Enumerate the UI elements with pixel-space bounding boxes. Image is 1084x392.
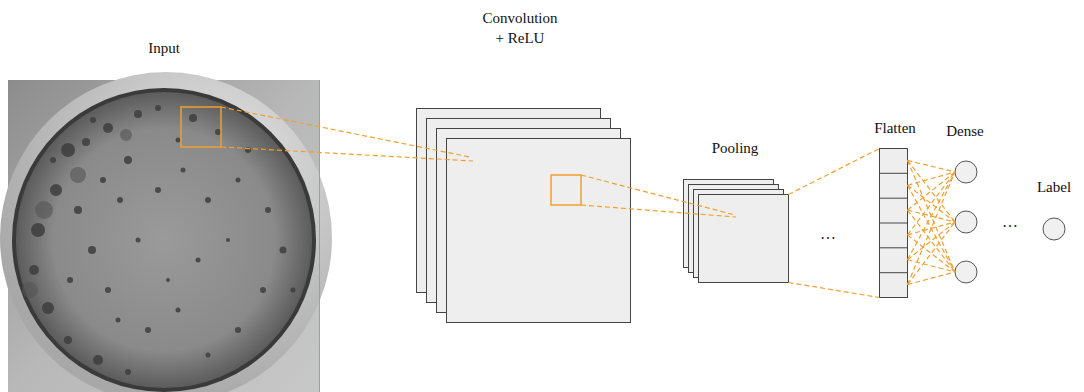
flatten-vector [879, 148, 909, 299]
dashed-line [908, 172, 956, 285]
dashed-line [908, 235, 956, 272]
pooled-map-stack [683, 179, 790, 284]
dashed-line [908, 160, 956, 172]
layer-heading: Dense [931, 121, 999, 141]
dashed-line [789, 149, 880, 195]
dense-neurons [953, 159, 979, 285]
dashed-line [908, 222, 956, 260]
dashed-line [908, 160, 956, 222]
flatten-layer: Flatten [856, 118, 934, 301]
conv-layer: Convolution + ReLU [400, 8, 640, 326]
dashed-line [908, 185, 956, 222]
dashed-line [221, 147, 473, 161]
layer-heading: Label [1026, 177, 1082, 197]
layer-heading: Pooling [671, 138, 799, 158]
input-panel: Input [4, 38, 324, 392]
dashed-line [908, 185, 956, 272]
layer-heading: Convolution + ReLU [482, 8, 557, 48]
ellipsis-label: … [1002, 212, 1018, 232]
projection-lines [581, 175, 736, 217]
projection-lines [908, 160, 956, 284]
dashed-line [221, 107, 470, 157]
ellipsis-label: … [820, 224, 836, 244]
projection-lines [221, 107, 473, 161]
projection-lines [789, 149, 880, 298]
dashed-line [908, 160, 956, 272]
dashed-line [581, 175, 735, 215]
dashed-line [908, 222, 956, 285]
layer-heading: Flatten [856, 118, 934, 138]
dashed-line [908, 172, 956, 185]
dashed-line [908, 172, 956, 235]
dashed-line [789, 283, 880, 298]
petri-dish-image [8, 80, 320, 392]
dashed-line [908, 172, 956, 210]
dashed-line [908, 210, 956, 272]
layer-heading: Input [4, 38, 324, 58]
feature-map-stack [416, 108, 632, 324]
pooling-layer: Pooling [671, 138, 799, 286]
label-output: Label [1026, 177, 1082, 244]
dashed-line [908, 260, 956, 272]
dashed-line [908, 222, 956, 235]
dashed-line [908, 272, 956, 285]
dashed-line [908, 172, 956, 260]
dense-layer: Dense [931, 121, 999, 287]
dashed-line [908, 210, 956, 222]
dashed-line [581, 205, 736, 217]
output-neuron [1041, 216, 1067, 242]
